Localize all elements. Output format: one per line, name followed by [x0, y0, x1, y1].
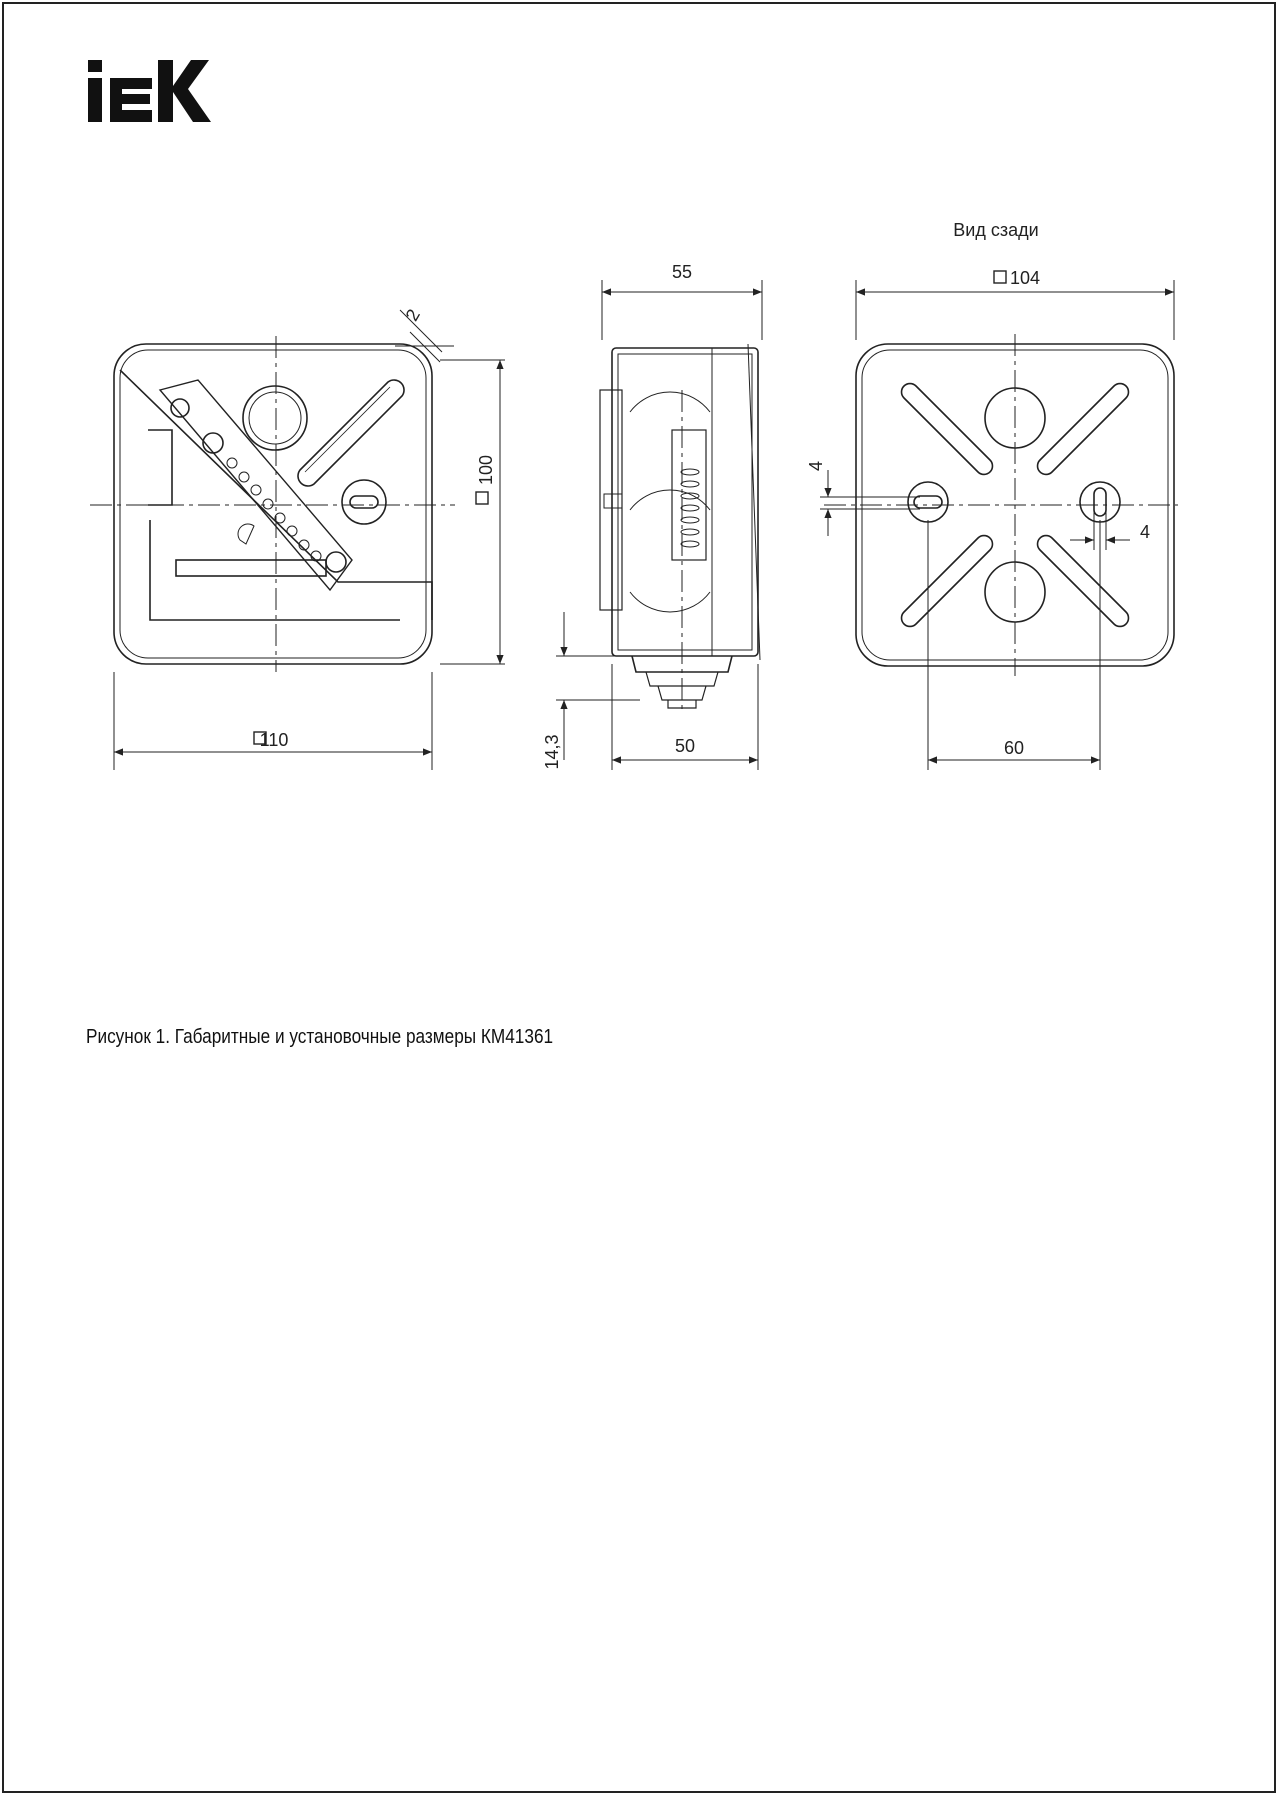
dim-gland-height: 14,3	[542, 734, 562, 769]
dim-rear-slot-width: 4	[1140, 522, 1150, 542]
front-view	[90, 309, 505, 770]
rear-view	[820, 280, 1178, 770]
dim-front-width: 110	[260, 730, 289, 750]
side-view	[556, 280, 763, 770]
dim-side-depth-bottom: 50	[675, 736, 695, 756]
dim-rear-slot-height: 4	[806, 461, 826, 471]
dim-rear-width: 104	[1010, 268, 1040, 288]
dim-rear-hole-spacing: 60	[1004, 738, 1024, 758]
iek-logo	[88, 60, 211, 122]
technical-drawing: 110 100 2	[90, 220, 1178, 770]
dim-wall-gap: 2	[402, 306, 424, 325]
square-symbol-icon	[253, 731, 267, 745]
square-symbol-icon	[993, 270, 1007, 284]
dim-side-depth-top: 55	[672, 262, 692, 282]
rear-view-title: Вид сзади	[953, 220, 1038, 240]
dim-front-height: 100	[476, 455, 496, 485]
figure-caption: Рисунок 1. Габаритные и установочные раз…	[86, 1026, 554, 1048]
square-symbol-icon	[475, 491, 489, 505]
